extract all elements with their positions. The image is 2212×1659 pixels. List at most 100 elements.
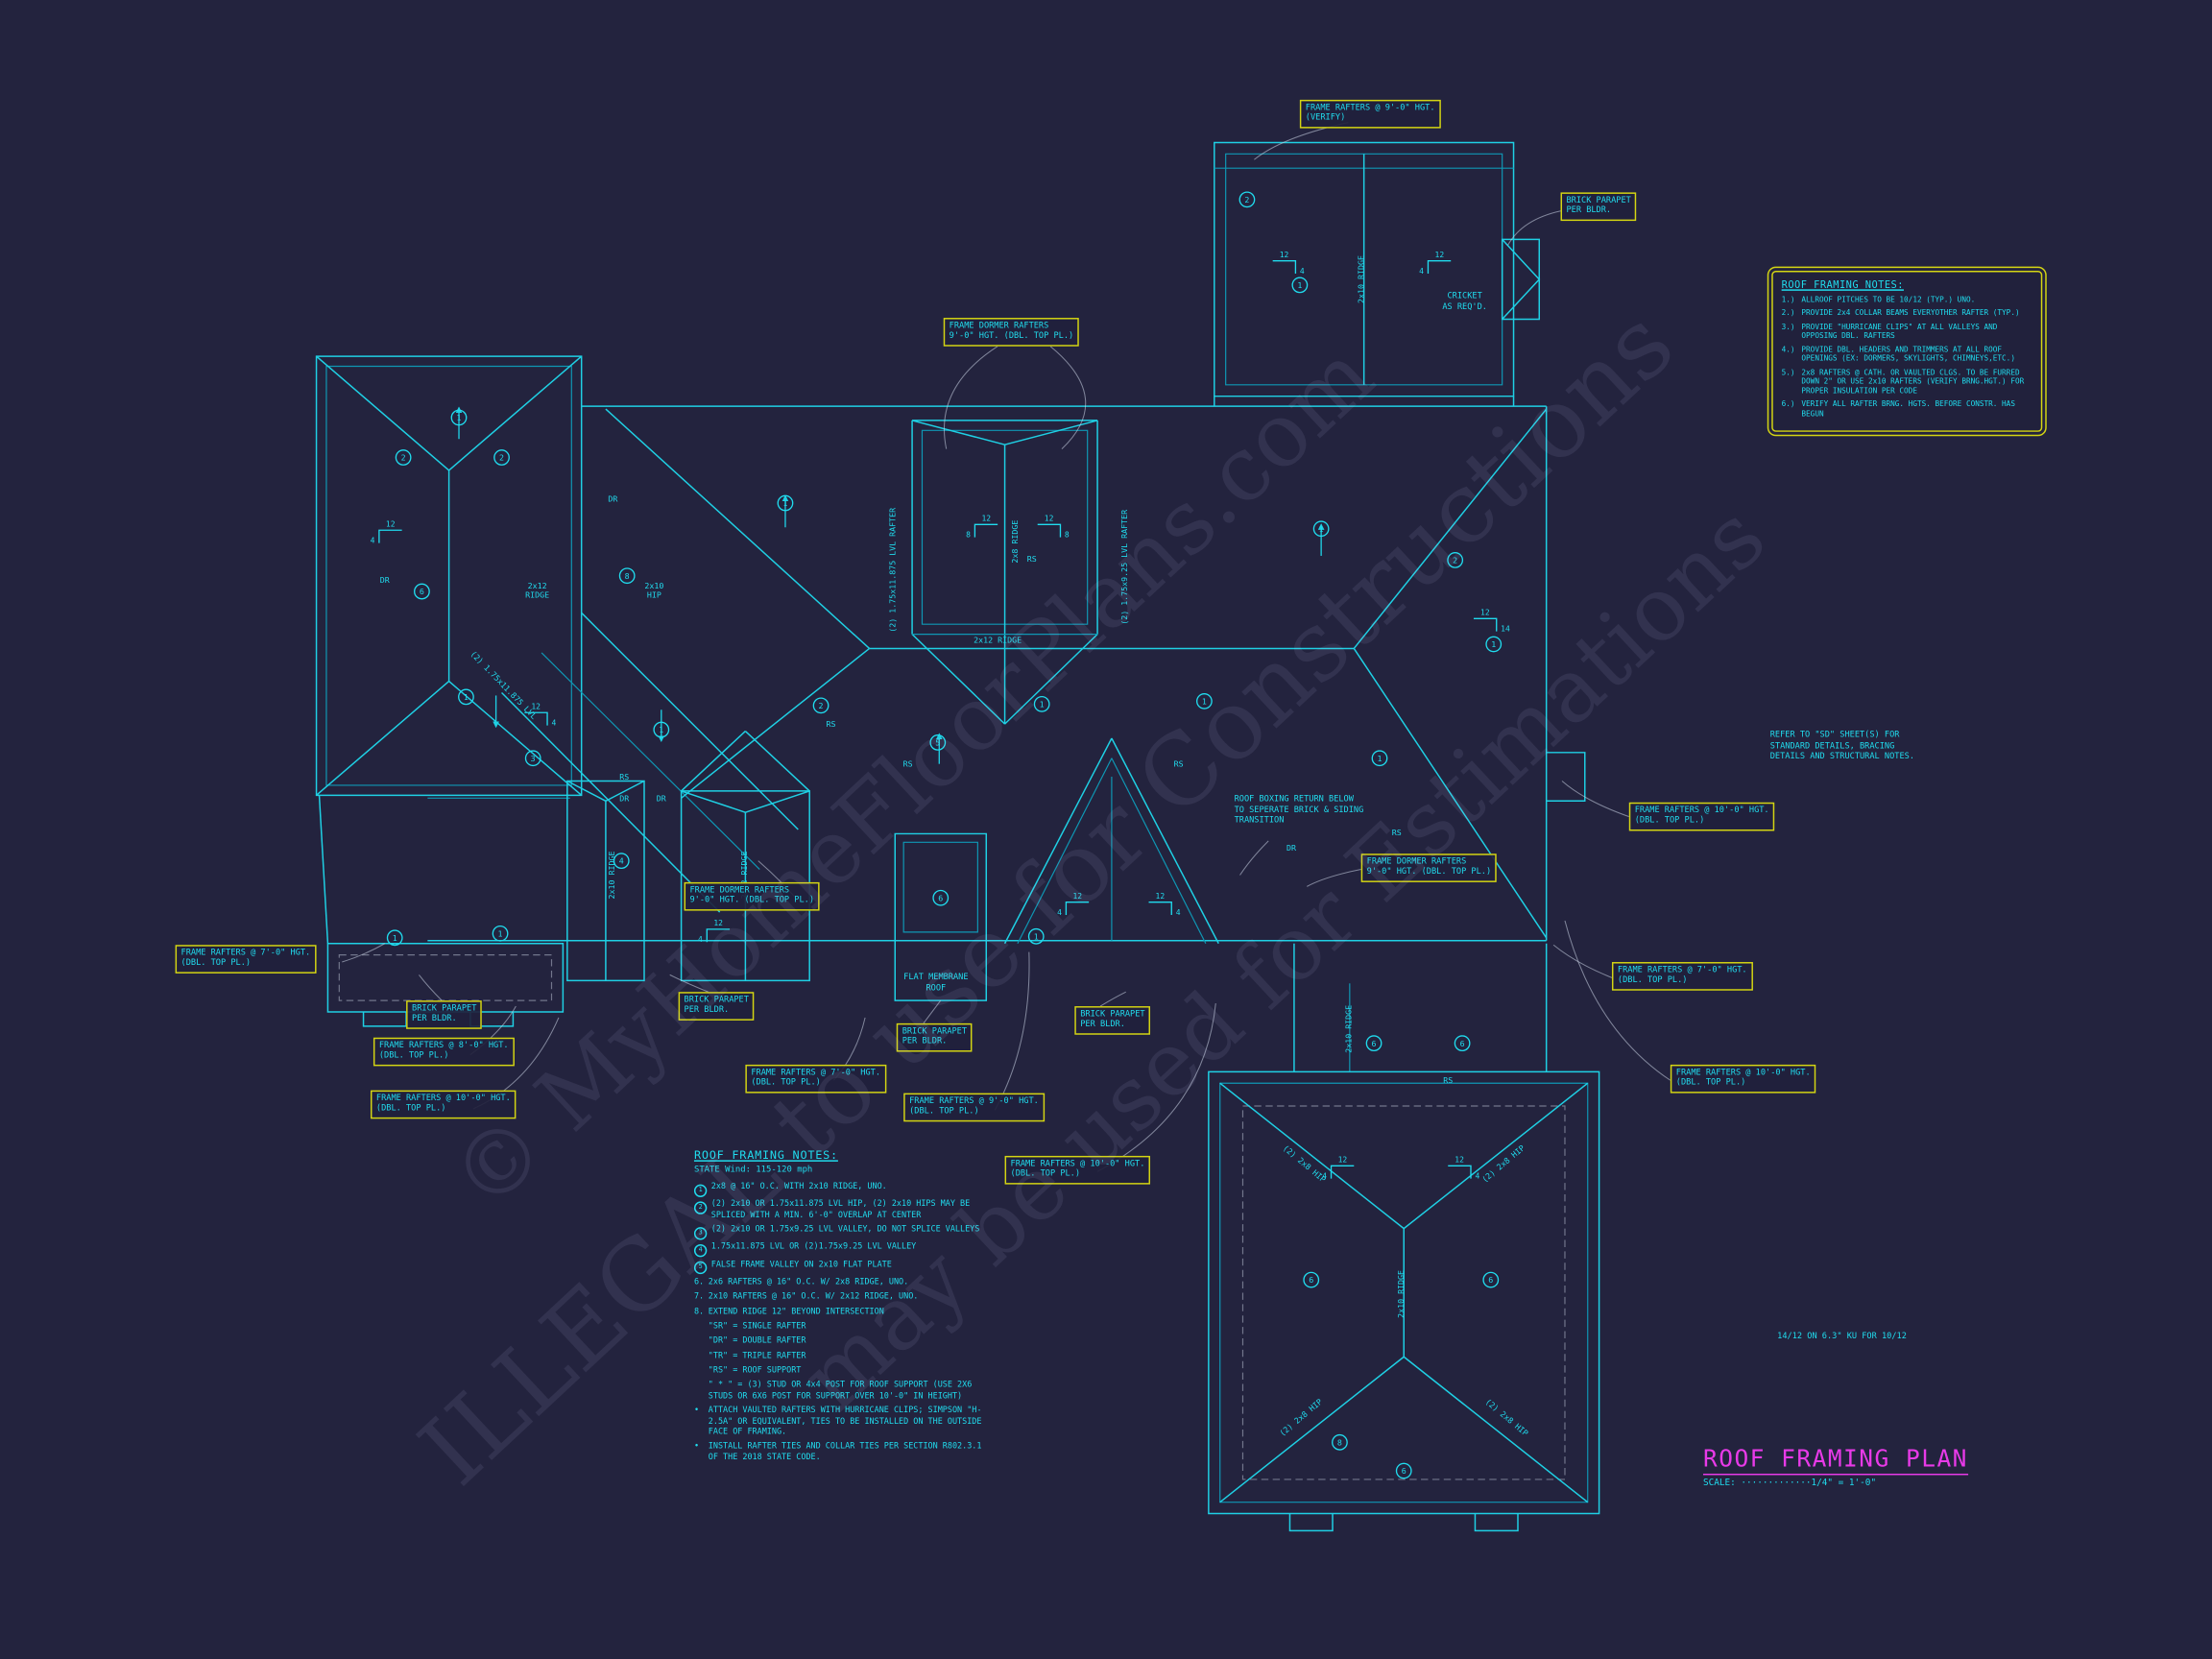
pitch-indicator: 124 bbox=[1419, 251, 1452, 276]
plan-annotation: DR bbox=[1286, 843, 1296, 853]
callout-rafters-10-east: FRAME RAFTERS @ 10'-0" HGT.(DBL. TOP PL.… bbox=[1628, 802, 1775, 831]
callout-rafters-7-center: FRAME RAFTERS @ 7'-0" HGT.(DBL. TOP PL.) bbox=[745, 1064, 886, 1094]
plan-annotation: RS bbox=[1174, 759, 1184, 769]
plan-annotation: 2x10 RIDGE bbox=[1396, 1270, 1406, 1318]
keynote-bubble: 6 bbox=[414, 583, 430, 600]
plan-annotation: 2x10 RIDGE bbox=[607, 852, 616, 900]
svg-text:12: 12 bbox=[1045, 515, 1054, 523]
svg-text:12: 12 bbox=[386, 520, 396, 529]
svg-text:8: 8 bbox=[1065, 531, 1070, 540]
svg-text:2: 2 bbox=[1453, 556, 1457, 565]
svg-text:8: 8 bbox=[625, 571, 630, 581]
plan-annotation: DR bbox=[608, 494, 617, 504]
keynote-bubble: 1 bbox=[1033, 695, 1050, 712]
callout-rafters-10-west: FRAME RAFTERS @ 10'-0" HGT.(DBL. TOP PL.… bbox=[370, 1090, 517, 1119]
legend-item: "DR" = DOUBLE RAFTER bbox=[708, 1336, 806, 1346]
svg-text:1: 1 bbox=[393, 933, 397, 943]
framing-note-item: 3(2) 2x10 OR 1.75x9.25 LVL VALLEY, DO NO… bbox=[693, 1226, 991, 1239]
keynote-bubble: 8 bbox=[618, 567, 636, 585]
sheet-scale: SCALE: ·············1/4" = 1'-0" bbox=[1702, 1478, 1877, 1488]
svg-text:1: 1 bbox=[1040, 699, 1045, 709]
framing-notes-title: ROOF FRAMING NOTES: bbox=[693, 1148, 838, 1162]
pitch-indicator: 12 4 bbox=[1322, 1156, 1355, 1181]
svg-text:4: 4 bbox=[552, 719, 557, 728]
framing-note-item: 6.2x6 RAFTERS @ 16" O.C. W/ 2x8 RIDGE, U… bbox=[693, 1278, 909, 1287]
svg-text:2: 2 bbox=[819, 701, 824, 710]
framing-notes-legend: ROOF FRAMING NOTES: STATE Wind: 115-120 … bbox=[693, 1148, 991, 1469]
pitch-indicator: 124 bbox=[1057, 892, 1090, 917]
pitch-indicator: 128 bbox=[966, 515, 998, 540]
legend-item: "SR" = SINGLE RAFTER bbox=[708, 1322, 806, 1332]
svg-text:1: 1 bbox=[464, 692, 469, 702]
svg-text:4: 4 bbox=[698, 935, 703, 944]
svg-text:4: 4 bbox=[371, 537, 375, 545]
svg-text:1: 1 bbox=[1491, 639, 1496, 649]
svg-text:8: 8 bbox=[966, 531, 971, 540]
pitch-indicator: 124 bbox=[1448, 1156, 1479, 1181]
svg-text:12: 12 bbox=[1280, 251, 1289, 259]
roof-framing-notes-box: ROOF FRAMING NOTES: 1.)ALLROOF PITCHES T… bbox=[1767, 266, 2047, 437]
svg-text:3: 3 bbox=[531, 754, 536, 763]
svg-text:1: 1 bbox=[1319, 524, 1324, 534]
keynote-bubble: 6 bbox=[1395, 1462, 1412, 1479]
title-block: ROOF FRAMING PLAN SCALE: ·············1/… bbox=[1702, 1445, 1968, 1488]
keynote-bubble: 2 bbox=[812, 697, 830, 714]
svg-text:6: 6 bbox=[420, 587, 424, 596]
keynote-bubble: 1 bbox=[1371, 750, 1388, 767]
svg-text:12: 12 bbox=[713, 919, 723, 927]
svg-text:1: 1 bbox=[1202, 696, 1207, 706]
svg-text:4: 4 bbox=[1419, 267, 1424, 276]
keynote-bubble: 1 bbox=[777, 494, 794, 512]
svg-text:6: 6 bbox=[1372, 1039, 1377, 1048]
svg-text:6: 6 bbox=[938, 893, 943, 902]
plan-annotation: RS bbox=[826, 719, 835, 729]
framing-note-item: 7.2x10 RAFTERS @ 16" O.C. W/ 2x12 RIDGE,… bbox=[693, 1292, 919, 1302]
plan-annotation: (2) 1.75x9.25 LVL RAFTER bbox=[1119, 510, 1129, 625]
svg-text:1: 1 bbox=[659, 725, 663, 734]
pitch-indicator: 124 bbox=[1272, 251, 1305, 276]
roof-note-item: 2.)PROVIDE 2x4 COLLAR BEAMS EVERYOTHER R… bbox=[1781, 309, 2020, 319]
svg-text:4: 4 bbox=[1322, 1172, 1327, 1181]
svg-text:4: 4 bbox=[1057, 908, 1062, 917]
keynote-bubble: 6 bbox=[1365, 1035, 1382, 1052]
plan-annotation: 2x12 RIDGE bbox=[739, 852, 749, 900]
svg-text:12: 12 bbox=[1455, 1156, 1464, 1165]
keynote-bubble: 6 bbox=[1482, 1271, 1500, 1288]
svg-text:12: 12 bbox=[1338, 1156, 1348, 1165]
svg-text:1: 1 bbox=[1377, 754, 1382, 763]
legend-item: " * " = (3) STUD OR 4x4 POST FOR ROOF SU… bbox=[708, 1381, 973, 1401]
sheet-title: ROOF FRAMING PLAN bbox=[1702, 1445, 1968, 1476]
legend-item: "TR" = TRIPLE RAFTER bbox=[708, 1352, 806, 1361]
keynote-bubble: 8 bbox=[1332, 1433, 1348, 1451]
svg-text:12: 12 bbox=[531, 703, 541, 711]
svg-text:1: 1 bbox=[1034, 931, 1039, 941]
svg-text:6: 6 bbox=[1309, 1275, 1313, 1285]
plan-annotation: (2) 1.75x11.875 LVL RAFTER bbox=[887, 508, 897, 633]
pitch-indicator: 12 4 bbox=[371, 520, 402, 545]
callout-rafters-10-center: FRAME RAFTERS @ 10'-0" HGT.(DBL. TOP PL.… bbox=[1004, 1155, 1151, 1185]
svg-text:2: 2 bbox=[499, 453, 504, 463]
svg-text:14: 14 bbox=[1501, 625, 1510, 634]
svg-text:1: 1 bbox=[498, 928, 503, 938]
wind-rating-note: STATE Wind: 115-120 mph bbox=[693, 1164, 813, 1175]
plan-annotation: DR bbox=[619, 793, 629, 803]
plan-annotation: RS bbox=[1443, 1075, 1453, 1085]
svg-text:12: 12 bbox=[1156, 892, 1166, 901]
keynote-bubble: 2 bbox=[1238, 191, 1256, 208]
callout-rafters-9-verify: FRAME RAFTERS @ 9'-0" HGT.(VERIFY) bbox=[1299, 99, 1441, 129]
